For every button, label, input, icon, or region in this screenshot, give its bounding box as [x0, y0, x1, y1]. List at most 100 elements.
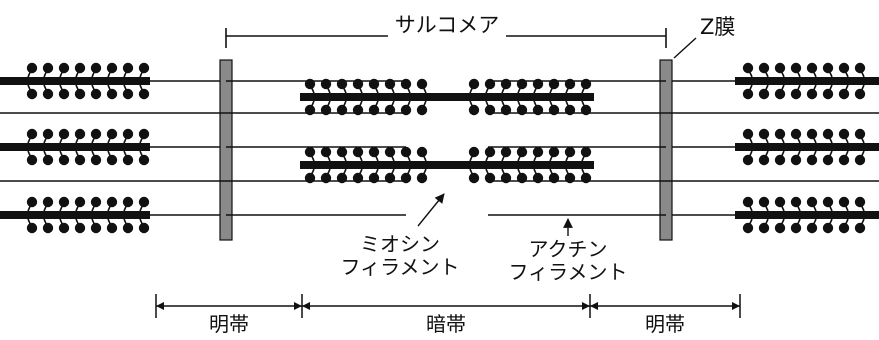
actin-label-line1: アクチン	[529, 237, 608, 261]
myosin-head	[90, 88, 102, 100]
myosin-head	[138, 222, 150, 234]
myosin-head	[138, 62, 150, 74]
myosin-head	[336, 172, 348, 184]
myosin-head	[484, 104, 496, 116]
myosin-head	[26, 222, 38, 234]
myosin-head	[90, 154, 102, 166]
myosin-head	[74, 222, 86, 234]
myosin-head	[532, 104, 544, 116]
z-membranes	[219, 59, 673, 241]
myosin-head	[42, 62, 54, 74]
myosin-head	[74, 62, 86, 74]
myosin-label-line1: ミオシン	[360, 232, 440, 256]
myosin-head	[774, 88, 786, 100]
myosin-filament-right-3	[735, 196, 879, 234]
myosin-head	[468, 78, 480, 90]
myosin-head	[484, 172, 496, 184]
myosin-head	[352, 172, 364, 184]
myosin-head	[822, 222, 834, 234]
z-membrane-label: Z膜	[700, 15, 735, 39]
dark-band-label: 暗帯	[426, 312, 466, 335]
myosin-head	[468, 172, 480, 184]
actin-label-line2: フィラメント	[509, 260, 628, 284]
myosin-head	[854, 196, 866, 208]
myosin-head	[122, 88, 134, 100]
myosin-head	[304, 146, 316, 158]
myosin-head	[384, 104, 396, 116]
myosin-head	[58, 196, 70, 208]
myosin-head	[806, 88, 818, 100]
myosin-head	[400, 104, 412, 116]
myosin-head	[368, 78, 380, 90]
myosin-head	[742, 154, 754, 166]
myosin-head	[90, 62, 102, 74]
myosin-filament-center-2	[300, 146, 594, 184]
myosin-head	[138, 154, 150, 166]
myosin-head	[790, 196, 802, 208]
myosin-head	[304, 78, 316, 90]
myosin-head	[838, 222, 850, 234]
band-brackets: 明帯 暗帯 明帯	[155, 294, 741, 336]
myosin-head	[42, 222, 54, 234]
myosin-head	[336, 104, 348, 116]
myosin-core	[0, 211, 150, 219]
myosin-head	[368, 172, 380, 184]
myosin-head	[58, 128, 70, 140]
myosin-head	[90, 128, 102, 140]
myosin-head	[742, 88, 754, 100]
myosin-head	[548, 172, 560, 184]
myosin-head	[42, 154, 54, 166]
myosin-head	[758, 154, 770, 166]
myosin-head	[838, 196, 850, 208]
myosin-head	[742, 196, 754, 208]
myosin-head	[548, 78, 560, 90]
myosin-filament-right-1	[735, 62, 879, 100]
myosin-head	[42, 88, 54, 100]
myosin-head	[484, 78, 496, 90]
myosin-head	[500, 104, 512, 116]
myosin-head	[320, 104, 332, 116]
myosin-head	[400, 78, 412, 90]
myosin-head	[320, 172, 332, 184]
myosin-head	[468, 146, 480, 158]
myosin-head	[516, 78, 528, 90]
myosin-head	[838, 154, 850, 166]
myosin-head	[580, 172, 592, 184]
light-band-left-label: 明帯	[209, 312, 249, 335]
myosin-head	[822, 62, 834, 74]
myosin-head	[304, 172, 316, 184]
myosin-head	[416, 146, 428, 158]
sarcomere-bracket: サルコメア	[225, 12, 667, 48]
myosin-head	[774, 154, 786, 166]
myosin-head	[790, 62, 802, 74]
myosin-core	[735, 143, 879, 151]
myosin-head	[790, 154, 802, 166]
myosin-head	[758, 88, 770, 100]
myosin-head	[500, 172, 512, 184]
myosin-head	[384, 146, 396, 158]
z-membrane-right	[659, 59, 673, 241]
myosin-head	[758, 196, 770, 208]
myosin-core	[0, 77, 150, 85]
myosin-head	[580, 78, 592, 90]
z-membrane-left	[219, 59, 233, 241]
myosin-core	[300, 93, 594, 101]
myosin-head	[400, 146, 412, 158]
myosin-head	[532, 172, 544, 184]
myosin-head	[500, 78, 512, 90]
myosin-head	[122, 196, 134, 208]
myosin-head	[564, 146, 576, 158]
myosin-filament-left-1	[0, 62, 150, 100]
myosin-head	[548, 146, 560, 158]
myosin-callout: ミオシン フィラメント	[341, 193, 460, 279]
myosin-head	[138, 196, 150, 208]
myosin-head	[138, 88, 150, 100]
myosin-head	[58, 62, 70, 74]
myosin-head	[580, 104, 592, 116]
myosin-head	[42, 128, 54, 140]
myosin-core	[300, 161, 594, 169]
myosin-head	[822, 88, 834, 100]
myosin-head	[106, 62, 118, 74]
